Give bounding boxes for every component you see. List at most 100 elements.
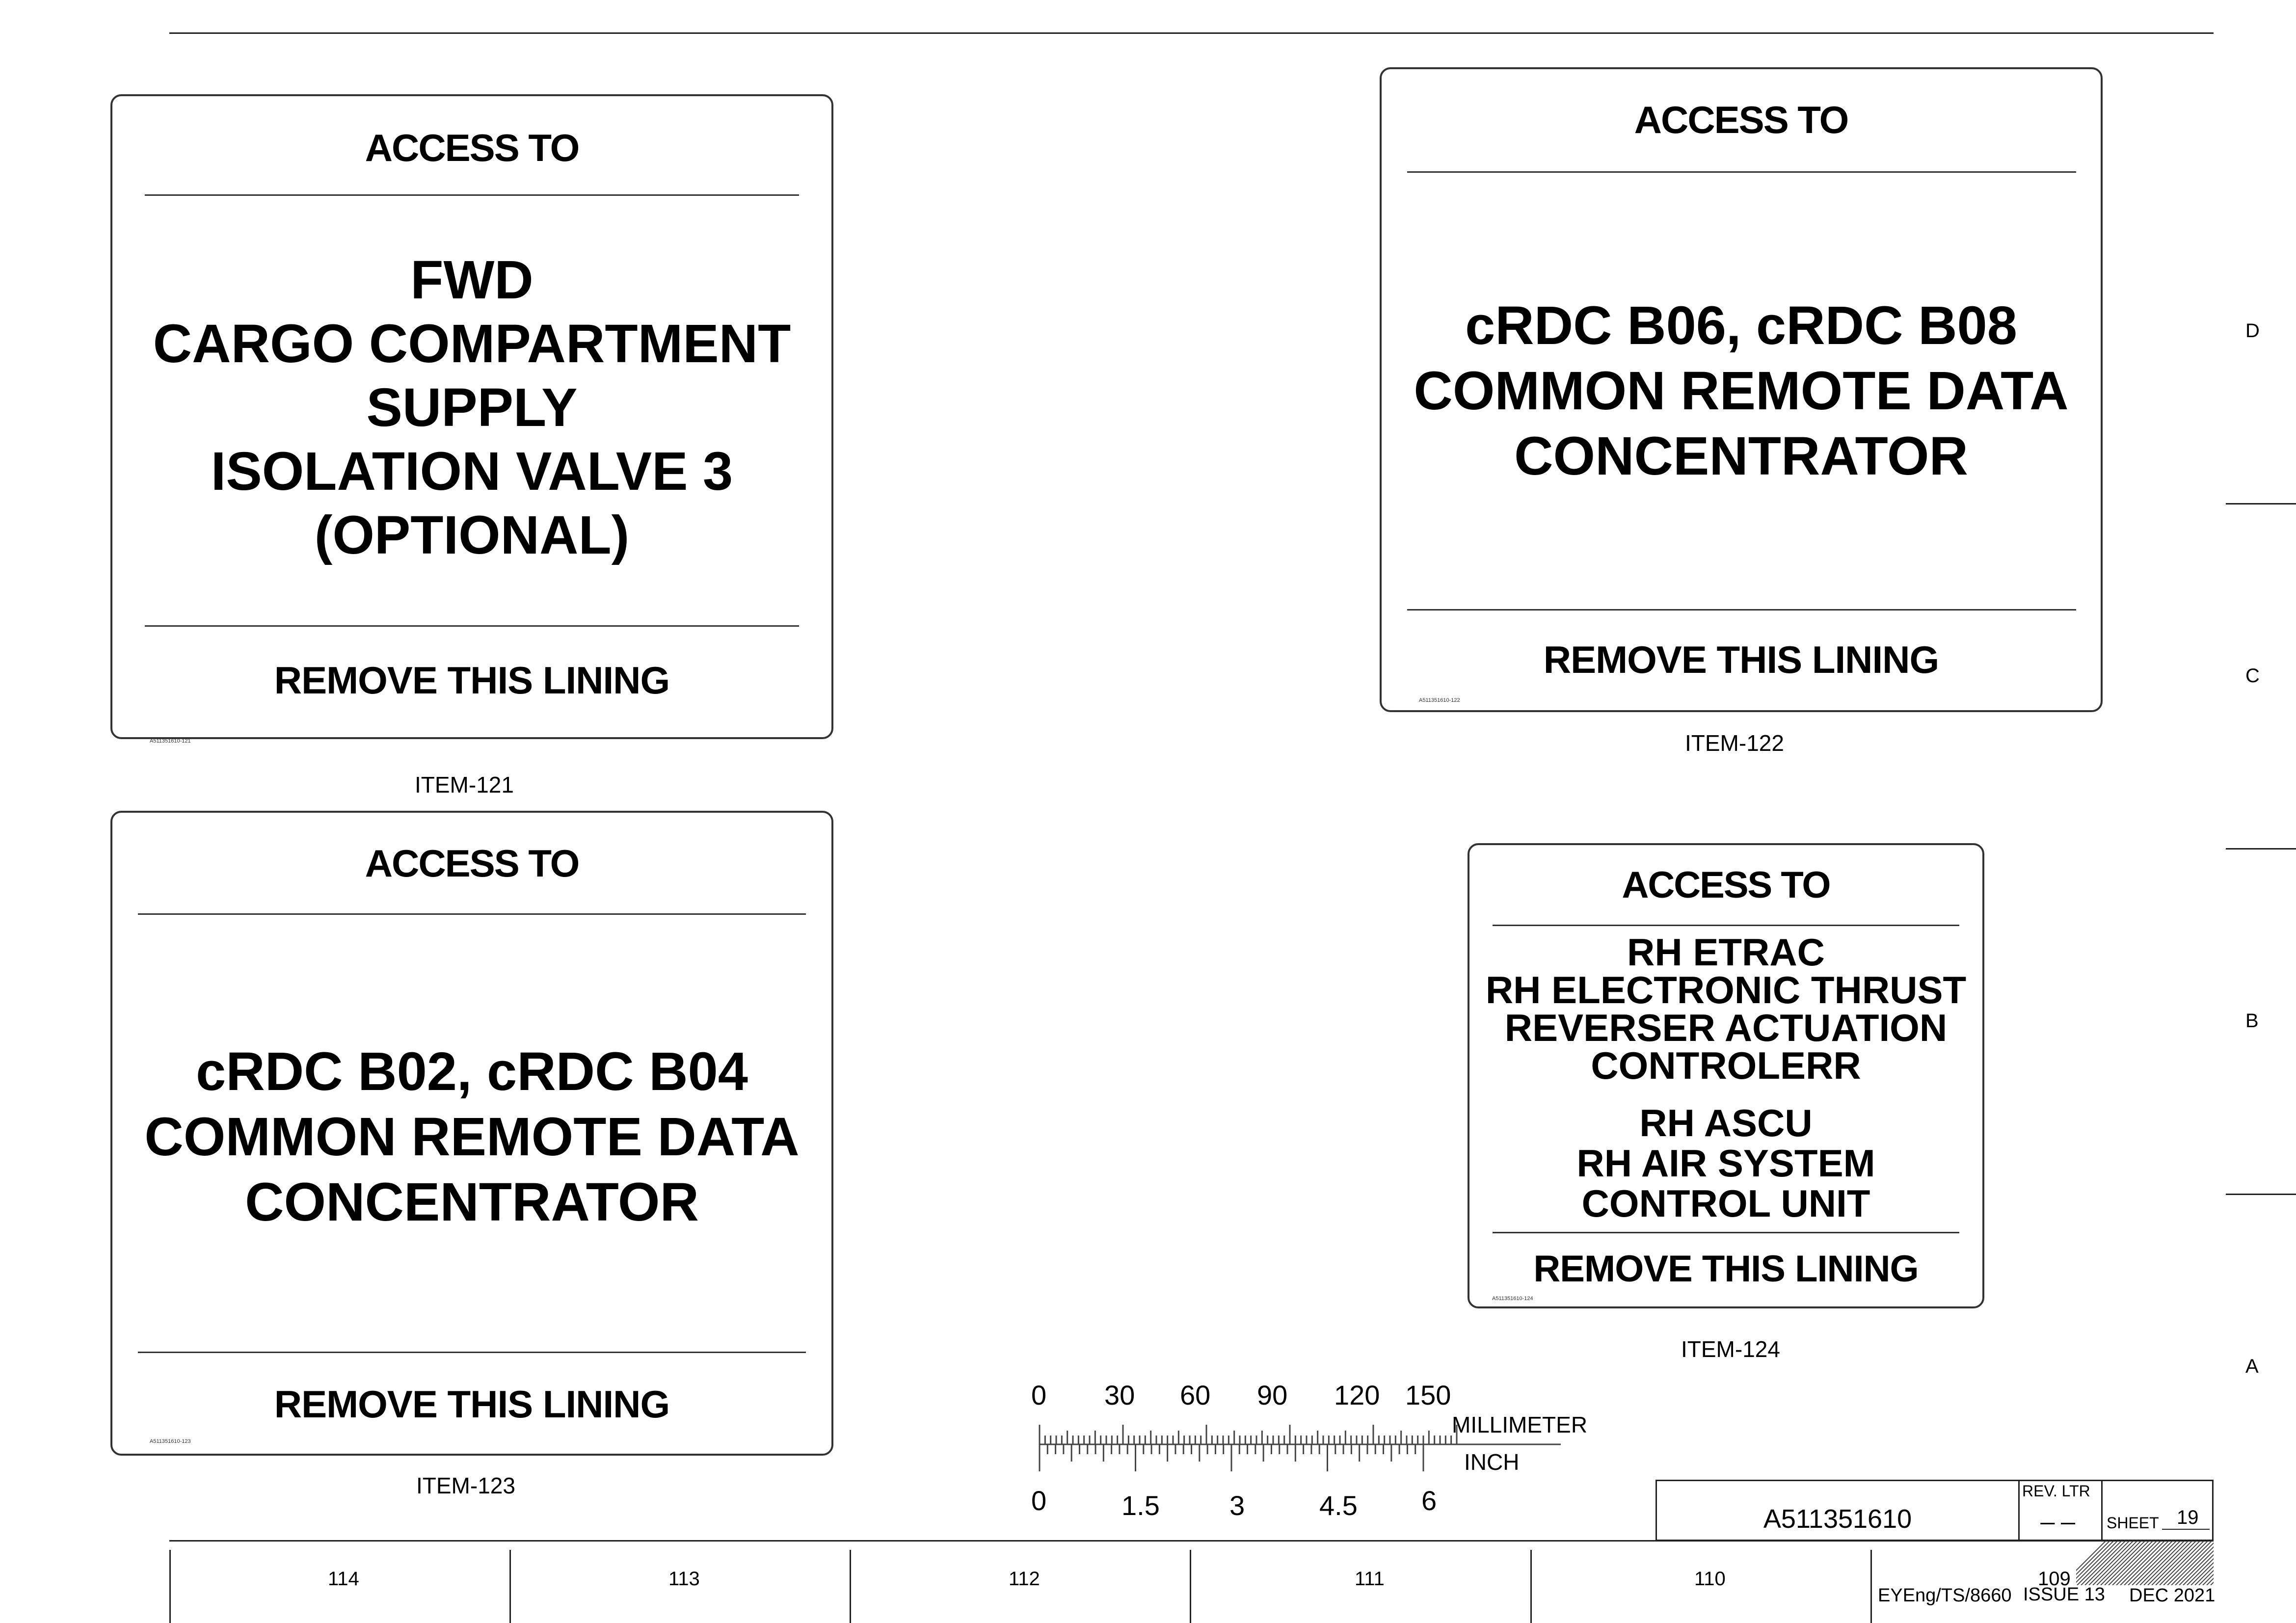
zone-marker-c: C bbox=[2245, 665, 2260, 687]
placard-line: CONTROLERR bbox=[1591, 1044, 1861, 1087]
hatch-line bbox=[2120, 1541, 2165, 1585]
hatch-line bbox=[2132, 1541, 2177, 1585]
placard-body-ascu: RH ASCU RH AIR SYSTEM CONTROL UNIT bbox=[1469, 1103, 1982, 1225]
hatch-line bbox=[2179, 1550, 2214, 1585]
placard-footer: REMOVE THIS LINING bbox=[274, 1383, 670, 1426]
hatch-line bbox=[2194, 1566, 2214, 1585]
hatch-line bbox=[2147, 1541, 2192, 1585]
placard-line: ISOLATION VALVE 3 bbox=[211, 441, 733, 502]
hatch-line bbox=[2198, 1570, 2214, 1585]
placard-line: cRDC B02, cRDC B04 bbox=[196, 1041, 748, 1102]
part-number: A511351610-123 bbox=[150, 1438, 191, 1444]
zone-number-112: 112 bbox=[1009, 1568, 1040, 1590]
hatch-line bbox=[2155, 1541, 2200, 1585]
hatch-line bbox=[2139, 1541, 2185, 1585]
document-reference: EYEng/TS/8660 bbox=[1878, 1585, 2012, 1606]
part-number: A511351610-122 bbox=[1419, 697, 1460, 703]
placard-header: ACCESS TO bbox=[365, 842, 580, 885]
hatched-corner bbox=[2076, 1541, 2214, 1585]
mm-label: 30 bbox=[1104, 1380, 1135, 1410]
hatch-line bbox=[2084, 1541, 2130, 1585]
item-caption: ITEM-124 bbox=[1681, 1336, 1780, 1362]
hatch-line bbox=[2151, 1541, 2196, 1585]
inch-label: 3 bbox=[1229, 1490, 1245, 1521]
hatch-line bbox=[2076, 1541, 2110, 1575]
zone-number-109: 109 bbox=[2038, 1568, 2071, 1590]
hatch-line bbox=[2108, 1541, 2153, 1585]
placard-item-122: ACCESS TO cRDC B06, cRDC B08 COMMON REMO… bbox=[1380, 67, 2103, 712]
hatch-line bbox=[2175, 1546, 2214, 1585]
placard-line: RH AIR SYSTEM bbox=[1576, 1142, 1875, 1185]
inch-label: 6 bbox=[1421, 1485, 1437, 1516]
rev-label: REV. LTR bbox=[2022, 1482, 2090, 1500]
placard-body: FWD CARGO COMPARTMENT SUPPLY ISOLATION V… bbox=[112, 246, 831, 570]
placard-line: CONCENTRATOR bbox=[245, 1171, 699, 1232]
placard-body-etrac: RH ETRAC RH ELECTRONIC THRUST REVERSER A… bbox=[1469, 933, 1982, 1091]
hatch-line bbox=[2167, 1541, 2212, 1585]
drawing-number: A511351610 bbox=[1763, 1504, 1912, 1534]
placard-footer: REMOVE THIS LINING bbox=[274, 659, 670, 702]
part-number: A511351610-124 bbox=[1492, 1296, 1533, 1302]
hatch-line bbox=[2202, 1573, 2214, 1585]
placard-line: (OPTIONAL) bbox=[314, 505, 630, 565]
hatch-line bbox=[2159, 1541, 2204, 1585]
scale-ruler bbox=[1039, 1425, 1561, 1471]
hatch-line bbox=[2088, 1541, 2134, 1585]
zone-marker-b: B bbox=[2245, 1010, 2259, 1032]
placard-item-124: ACCESS TO RH ETRAC RH ELECTRONIC THRUST … bbox=[1468, 843, 1984, 1308]
placard-body: cRDC B06, cRDC B08 COMMON REMOTE DATA CO… bbox=[1382, 293, 2101, 489]
hatch-line bbox=[2076, 1541, 2118, 1583]
inch-label: 4.5 bbox=[1319, 1490, 1358, 1521]
hatch-line bbox=[2136, 1541, 2181, 1585]
hatch-line bbox=[2076, 1541, 2114, 1579]
hatch-line bbox=[2112, 1541, 2157, 1585]
hatch-line bbox=[2190, 1562, 2214, 1585]
hatch-line bbox=[2096, 1541, 2141, 1585]
placard-item-121: ACCESS TO FWD CARGO COMPARTMENT SUPPLY I… bbox=[110, 94, 833, 744]
inch-label: 1.5 bbox=[1121, 1490, 1160, 1521]
part-number: A511351610-121 bbox=[150, 738, 191, 744]
placard-header: ACCESS TO bbox=[1634, 98, 1849, 141]
mm-unit-label: MILLIMETER bbox=[1452, 1412, 1588, 1437]
zone-number-110: 110 bbox=[1694, 1568, 1726, 1590]
placard-line: REVERSER ACTUATION bbox=[1504, 1006, 1948, 1049]
placard-line: CARGO COMPARTMENT bbox=[153, 314, 791, 374]
rev-value: _ _ bbox=[2041, 1497, 2075, 1525]
mm-label: 120 bbox=[1334, 1380, 1380, 1410]
inch-unit-label: INCH bbox=[1464, 1449, 1520, 1475]
hatch-line bbox=[2081, 1541, 2126, 1585]
inch-label: 0 bbox=[1031, 1485, 1047, 1516]
hatch-line bbox=[2116, 1541, 2161, 1585]
hatch-line bbox=[2124, 1541, 2169, 1585]
hatch-line bbox=[2187, 1558, 2214, 1585]
issue-date: DEC 2021 bbox=[2129, 1585, 2216, 1606]
placard-footer: REMOVE THIS LINING bbox=[1543, 638, 1939, 681]
zone-number-114: 114 bbox=[328, 1568, 359, 1590]
placard-header: ACCESS TO bbox=[365, 126, 580, 169]
mm-label: 60 bbox=[1180, 1380, 1211, 1410]
placard-line: SUPPLY bbox=[366, 377, 578, 438]
zone-marker-d: D bbox=[2245, 320, 2260, 342]
sheet-label: SHEET bbox=[2107, 1514, 2159, 1532]
placard-line: RH ELECTRONIC THRUST bbox=[1485, 968, 1967, 1011]
placard-line: RH ETRAC bbox=[1627, 931, 1825, 974]
hatch-line bbox=[2100, 1541, 2145, 1585]
issue-number: ISSUE 13 bbox=[2023, 1584, 2105, 1605]
mm-label: 90 bbox=[1257, 1380, 1288, 1410]
hatch-line bbox=[2143, 1541, 2189, 1585]
hatch-line bbox=[2077, 1541, 2122, 1585]
item-caption: ITEM-123 bbox=[416, 1473, 515, 1498]
hatch-line bbox=[2076, 1541, 2106, 1571]
zone-marker-a: A bbox=[2245, 1356, 2259, 1377]
placard-line: CONCENTRATOR bbox=[1514, 426, 1968, 486]
zone-number-111: 111 bbox=[1355, 1568, 1385, 1590]
placard-header: ACCESS TO bbox=[1622, 864, 1831, 906]
hatch-line bbox=[2104, 1541, 2149, 1585]
hatch-line bbox=[2092, 1541, 2137, 1585]
mm-label: 150 bbox=[1405, 1380, 1451, 1410]
sheet-number: 19 bbox=[2177, 1507, 2199, 1528]
hatch-line bbox=[2163, 1541, 2208, 1585]
placard-line: cRDC B06, cRDC B08 bbox=[1465, 295, 2017, 356]
hatch-line bbox=[2171, 1542, 2214, 1585]
zone-number-113: 113 bbox=[668, 1568, 700, 1590]
